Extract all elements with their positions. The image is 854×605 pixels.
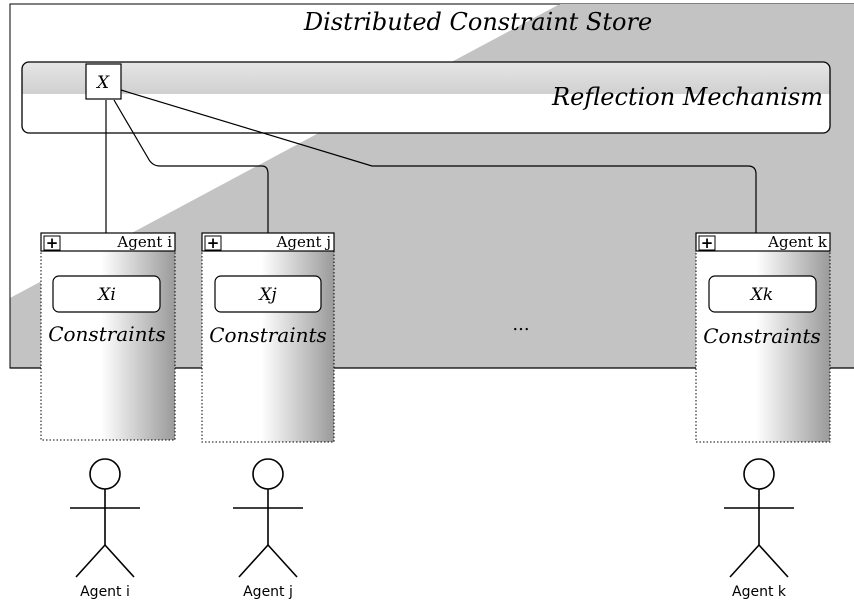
- constraints-label: Constraints: [703, 324, 821, 348]
- variable-box[interactable]: [214, 275, 322, 313]
- constraints-label: Constraints: [48, 322, 166, 346]
- actor-head: [252, 458, 284, 490]
- agent-tab-label: Agent k: [767, 233, 828, 251]
- variable-label: Xi: [96, 285, 116, 305]
- connector-x-xj: [113, 99, 269, 282]
- variable-label: Xk: [749, 285, 773, 305]
- agent-tab-label: Agent j: [276, 233, 331, 251]
- expand-icon: +: [207, 234, 220, 252]
- variable-x[interactable]: X: [85, 63, 122, 100]
- constraints-label: Constraints: [209, 323, 327, 347]
- reflection-mechanism: Reflection Mechanism: [21, 61, 831, 134]
- expand-toggle-k[interactable]: [698, 235, 716, 251]
- expand-icon: +: [701, 234, 714, 252]
- variable-x-label: X: [95, 73, 110, 93]
- expand-icon: +: [46, 234, 59, 252]
- agent-panel-i: + Agent i Xi Constraints: [40, 232, 176, 441]
- actor-k: [724, 458, 794, 578]
- connector-x-xk: [120, 89, 757, 282]
- actor-label: Agent k: [732, 584, 787, 600]
- agent-tab-label: Agent i: [116, 233, 172, 251]
- actor-i: [70, 458, 140, 578]
- actor-label: Agent j: [243, 584, 293, 600]
- actor-head: [743, 458, 775, 490]
- variable-label: Xj: [257, 285, 277, 305]
- actor-j: [233, 458, 303, 578]
- variable-box[interactable]: [708, 275, 817, 313]
- store-title: Distributed Constraint Store: [303, 8, 652, 36]
- ellipsis: ...: [512, 314, 529, 335]
- variable-box[interactable]: [52, 275, 161, 313]
- expand-toggle-i[interactable]: [43, 235, 61, 251]
- actor-label: Agent i: [80, 584, 130, 600]
- expand-toggle-j[interactable]: [204, 235, 222, 251]
- actor-head: [89, 458, 121, 490]
- reflection-title: Reflection Mechanism: [551, 83, 823, 111]
- agent-panel-j: + Agent j Xj Constraints: [201, 232, 335, 443]
- agent-panel-k: + Agent k Xk Constraints: [695, 232, 831, 443]
